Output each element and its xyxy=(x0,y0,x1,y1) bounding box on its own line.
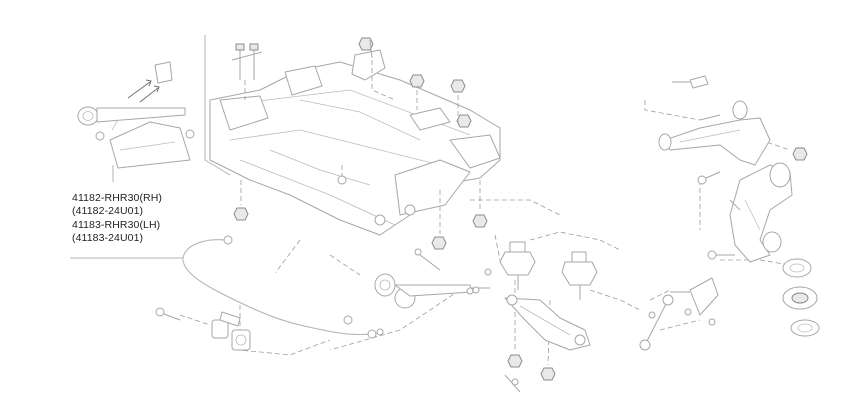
part-number-rh: 41182-RHR30(RH) xyxy=(72,192,163,204)
tension-rod-icon xyxy=(374,248,490,309)
upper-control-arm-icon xyxy=(658,75,771,185)
knuckle-bracket-icon xyxy=(670,277,719,326)
part-number-lh: 41183-RHR30(LH) xyxy=(72,219,161,231)
stabilizer-link-icon xyxy=(639,294,674,351)
tension-rod-bracket-icon xyxy=(77,61,195,169)
bushing-icon xyxy=(155,307,251,351)
part-number-rh-alt: (41182-24U01) xyxy=(72,205,144,217)
nut-icon xyxy=(233,37,808,381)
lower-link-icon xyxy=(504,294,591,351)
part-number-lh-alt: (41183-24U01) xyxy=(72,232,144,244)
lower-control-arm-icon xyxy=(707,162,793,263)
fastener-icon xyxy=(343,268,521,393)
stabilizer-bar-icon xyxy=(182,235,377,339)
subframe-icon xyxy=(209,61,501,236)
ball-joint-icon xyxy=(499,241,598,300)
bolt-icon xyxy=(231,43,263,80)
hub-bearing-icon xyxy=(782,258,820,337)
bracket-icon xyxy=(351,39,451,131)
leader-lines xyxy=(179,60,791,366)
